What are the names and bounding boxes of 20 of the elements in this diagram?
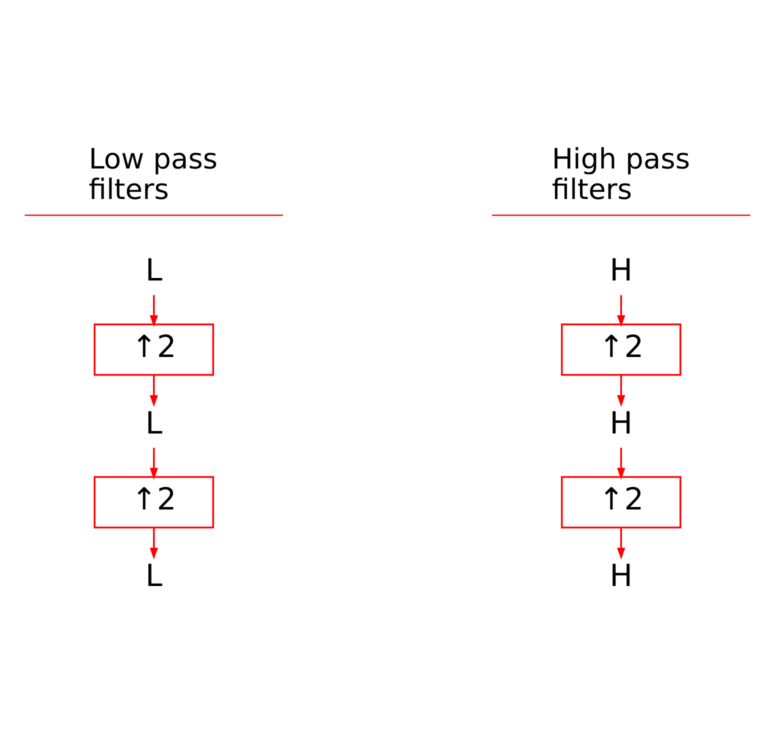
- node-text: L: [145, 558, 162, 594]
- arrow: [617, 527, 626, 560]
- node-box: ↑2: [94, 476, 214, 528]
- node-text: H: [610, 406, 633, 441]
- label: Low pass filters: [88, 142, 218, 206]
- arrow: [150, 294, 158, 326]
- node-box: ↑2: [560, 323, 682, 376]
- node-text: L: [145, 253, 162, 288]
- node-text: H: [610, 253, 633, 288]
- label: High pass filters: [552, 142, 690, 206]
- node-box: ↑2: [560, 476, 682, 528]
- arrow: [617, 294, 626, 326]
- node-box: ↑2: [94, 323, 214, 376]
- node-text: L: [145, 406, 162, 441]
- node-text: H: [610, 558, 633, 594]
- arrow: [617, 374, 626, 406]
- arrow: [150, 527, 158, 560]
- arrow: [150, 447, 158, 480]
- arrow: [617, 447, 626, 480]
- arrow: [150, 374, 158, 406]
